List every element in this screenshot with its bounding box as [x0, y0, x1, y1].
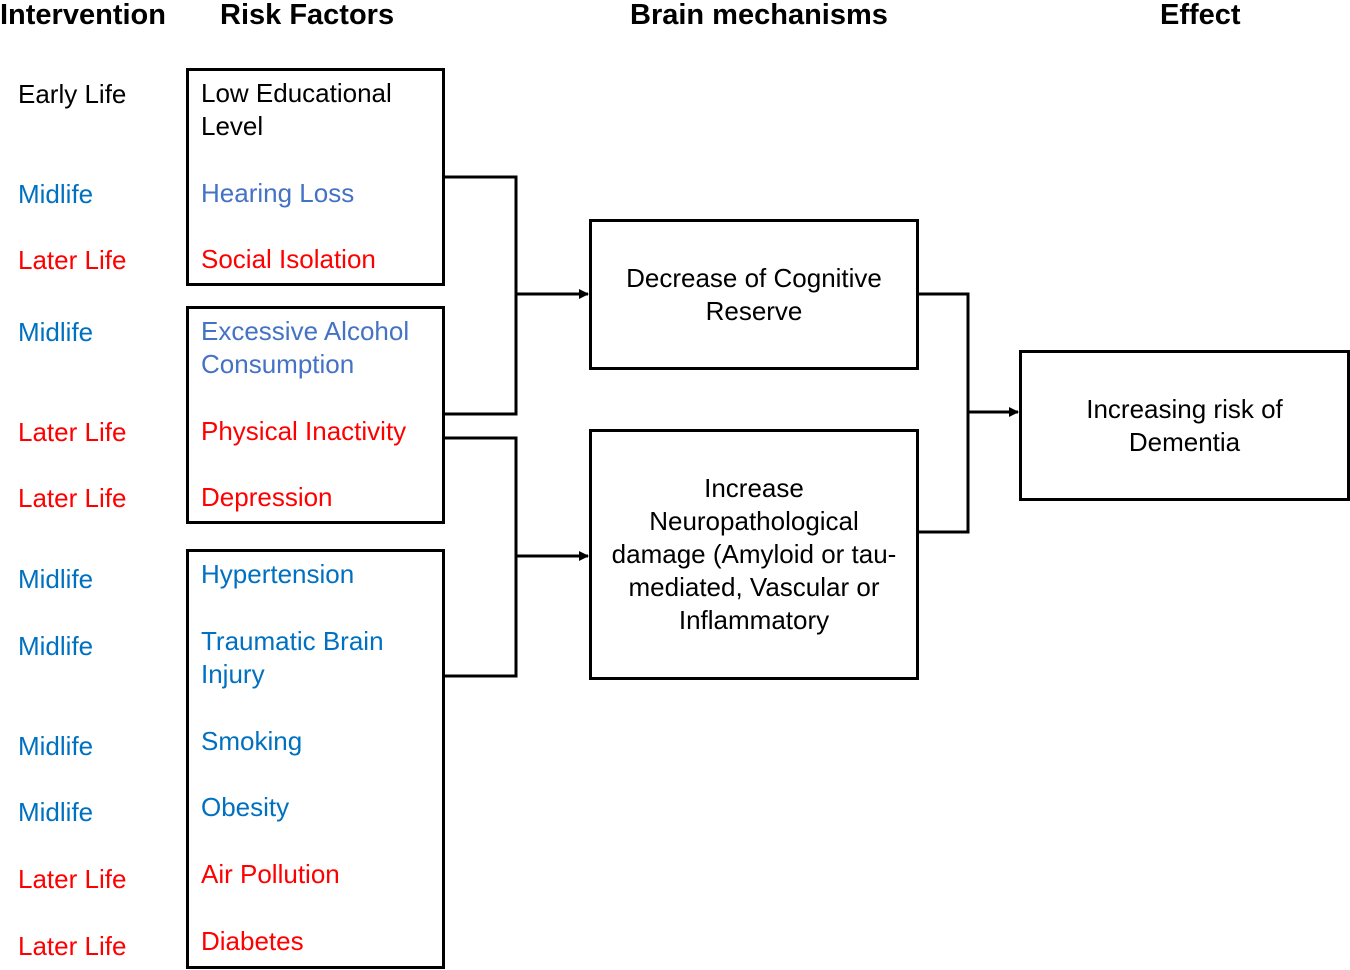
risk-factor-depression: Depression — [201, 482, 333, 512]
header-effect: Effect — [1160, 0, 1241, 31]
stage-label: Later Life — [18, 417, 127, 447]
risk-factor-obesity: Obesity — [201, 792, 290, 822]
stage-label: Midlife — [18, 731, 94, 761]
risk-factor-low-education: Low Educational Level — [201, 78, 392, 141]
connector-bracket-effect — [919, 292, 970, 534]
mechanism-cognitive-reserve-label: Decrease of Cognitive Reserve — [626, 263, 882, 326]
stage-label: Later Life — [18, 864, 127, 894]
risk-factor-social-isolation: Social Isolation — [201, 244, 376, 274]
header-brain-mechanisms: Brain mechanisms — [630, 0, 888, 31]
risk-factor-air-pollution: Air Pollution — [201, 859, 340, 889]
risk-factor-diabetes: Diabetes — [201, 926, 304, 956]
mechanism-box-neuropathological — [589, 429, 919, 680]
risk-group-box-2 — [186, 306, 445, 524]
connector-bracket-neuropathological — [445, 436, 518, 678]
effect-box — [1019, 350, 1350, 501]
risk-factor-hypertension: Hypertension — [201, 559, 355, 589]
risk-group-box-1 — [186, 68, 445, 286]
header-intervention: Intervention — [0, 0, 166, 31]
effect-label: Increasing risk of Dementia — [1086, 394, 1283, 457]
risk-factor-physical-inactivity: Physical Inactivity — [201, 416, 407, 446]
stage-label: Later Life — [18, 245, 127, 275]
risk-group-box-3 — [186, 549, 445, 969]
stage-label: Midlife — [18, 317, 94, 347]
stage-label: Later Life — [18, 483, 127, 513]
header-risk-factors: Risk Factors — [220, 0, 395, 31]
risk-factor-hearing-loss: Hearing Loss — [201, 178, 355, 208]
stage-label: Later Life — [18, 931, 127, 961]
risk-factor-smoking: Smoking — [201, 726, 303, 756]
risk-factor-tbi: Traumatic Brain Injury — [201, 626, 384, 689]
stage-label: Midlife — [18, 564, 94, 594]
connector-bracket-cognitive — [445, 175, 518, 416]
stage-label: Midlife — [18, 797, 94, 827]
risk-factor-alcohol: Excessive Alcohol Consumption — [201, 316, 410, 379]
mechanism-box-cognitive-reserve — [589, 219, 919, 370]
stage-label: Midlife — [18, 631, 94, 661]
stage-label: Midlife — [18, 179, 94, 209]
mechanism-neuropathological-label: Increase Neuropathological damage (Amylo… — [611, 473, 897, 635]
stage-label: Early Life — [18, 79, 127, 109]
